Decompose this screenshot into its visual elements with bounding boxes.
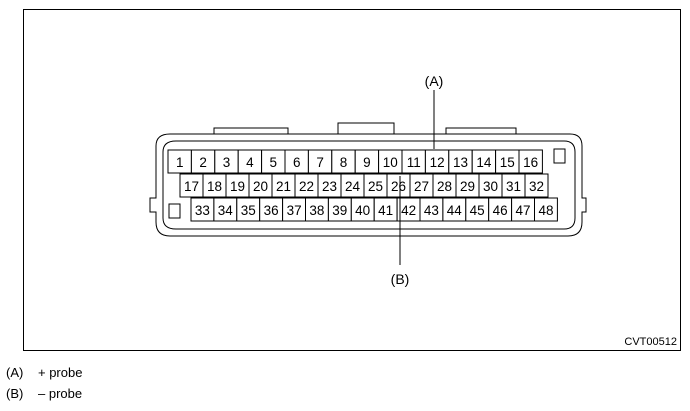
pin-label-46: 46 [493, 203, 508, 218]
pin-label-42: 42 [401, 203, 416, 218]
pin-label-6: 6 [293, 155, 301, 170]
pin-label-14: 14 [476, 155, 492, 170]
pin-label-29: 29 [460, 179, 475, 194]
pin-label-1: 1 [176, 155, 184, 170]
pin-label-5: 5 [270, 155, 278, 170]
pin-cell-16 [518, 149, 543, 174]
pin-label-35: 35 [241, 203, 256, 218]
pin-label-27: 27 [414, 179, 429, 194]
pin-label-26: 26 [391, 179, 406, 194]
pin-label-38: 38 [309, 203, 324, 218]
pin-cell-48 [534, 197, 558, 222]
pin-label-45: 45 [470, 203, 485, 218]
pin-label-13: 13 [453, 155, 468, 170]
pin-label-18: 18 [207, 179, 222, 194]
pin-label-12: 12 [430, 155, 445, 170]
pin-label-17: 17 [184, 179, 199, 194]
pin-label-2: 2 [199, 155, 207, 170]
pin-label-32: 32 [529, 179, 544, 194]
pin-label-22: 22 [299, 179, 314, 194]
pin-label-11: 11 [407, 155, 421, 170]
legend-tag-b: (B) [6, 386, 24, 401]
pin-label-8: 8 [340, 155, 348, 170]
pin-label-4: 4 [246, 155, 254, 170]
pin-label-30: 30 [483, 179, 498, 194]
pin-label-47: 47 [515, 203, 530, 218]
legend-tag-a: (A) [6, 365, 24, 380]
pin-label-43: 43 [424, 203, 439, 218]
connector-housing [149, 122, 587, 237]
figure-frame [23, 9, 681, 351]
callout-a-label: (A) [425, 73, 444, 89]
legend-text-b: – probe [38, 386, 83, 401]
pin-label-33: 33 [195, 203, 210, 218]
pin-label-40: 40 [355, 203, 370, 218]
callout-leaders [399, 90, 435, 265]
pin-label-41: 41 [378, 203, 393, 218]
pin-label-28: 28 [437, 179, 452, 194]
legend-item-b: (B) – probe [6, 386, 82, 402]
pin-label-9: 9 [363, 155, 371, 170]
pin-cell-32 [524, 173, 549, 198]
pin-label-36: 36 [264, 203, 279, 218]
pin-label-39: 39 [332, 203, 347, 218]
pin-label-25: 25 [368, 179, 383, 194]
pin-label-19: 19 [230, 179, 245, 194]
pin-label-34: 34 [218, 203, 234, 218]
pin-label-48: 48 [538, 203, 553, 218]
legend-text-a: + probe [38, 365, 83, 380]
pin-label-31: 31 [506, 179, 521, 194]
pin-label-24: 24 [345, 179, 361, 194]
figure-code: CVT00512 [624, 336, 677, 348]
callout-b-label: (B) [391, 271, 410, 287]
pin-label-10: 10 [383, 155, 398, 170]
pin-label-37: 37 [287, 203, 302, 218]
pin-label-16: 16 [523, 155, 538, 170]
pin-label-44: 44 [447, 203, 463, 218]
pin-label-21: 21 [276, 179, 291, 194]
pin-label-20: 20 [253, 179, 268, 194]
pin-label-23: 23 [322, 179, 337, 194]
pin-label-3: 3 [223, 155, 231, 170]
pin-label-15: 15 [500, 155, 515, 170]
legend-item-a: (A) + probe [6, 365, 82, 381]
pin-label-7: 7 [316, 155, 324, 170]
